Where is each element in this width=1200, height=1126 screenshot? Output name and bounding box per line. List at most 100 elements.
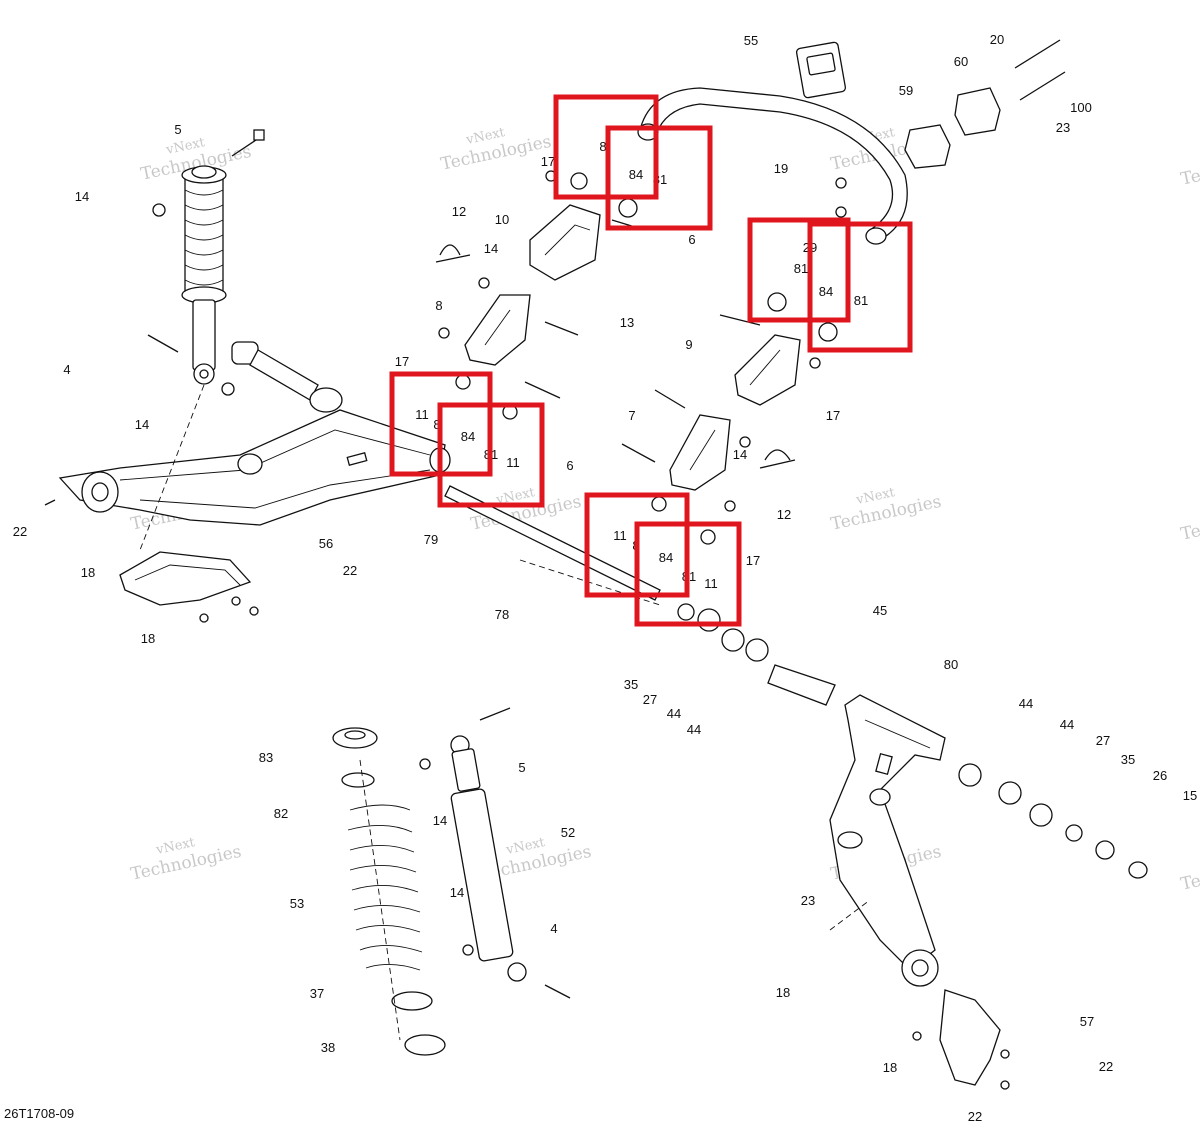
callout-8: 8 — [433, 417, 440, 432]
callout-53: 53 — [290, 896, 304, 911]
bushings-washers — [438, 170, 847, 545]
rear-swing-arm — [44, 409, 451, 526]
callout-44: 44 — [667, 706, 681, 721]
callout-17: 17 — [746, 553, 760, 568]
cross-shaft — [444, 485, 661, 601]
callout-27: 27 — [643, 692, 657, 707]
callout-22: 22 — [13, 524, 27, 539]
callout-59: 59 — [899, 83, 913, 98]
callout-4: 4 — [550, 921, 557, 936]
callout-27: 27 — [1096, 733, 1110, 748]
callout-11: 11 — [506, 455, 520, 470]
highlight-box-C-b — [437, 402, 545, 508]
callout-23: 23 — [1056, 120, 1070, 135]
callout-5: 5 — [518, 760, 525, 775]
callout-44: 44 — [687, 722, 701, 737]
callout-18: 18 — [883, 1060, 897, 1075]
callout-56: 56 — [319, 536, 333, 551]
callout-9: 9 — [685, 337, 692, 352]
callout-44: 44 — [1019, 696, 1033, 711]
callout-81: 81 — [854, 293, 868, 308]
a-arm-80 — [829, 694, 946, 987]
bearing-stack-left — [677, 603, 769, 662]
front-coilover-shock — [147, 129, 265, 396]
callout-12: 12 — [777, 507, 791, 522]
callout-10: 10 — [495, 212, 509, 227]
callout-26: 26 — [1153, 768, 1167, 783]
callout-14: 14 — [733, 447, 747, 462]
callout-7: 7 — [628, 408, 635, 423]
callout-14: 14 — [433, 813, 447, 828]
bolt-20 — [1014, 39, 1061, 69]
highlight-box-B-b — [807, 221, 913, 353]
callout-100: 100 — [1070, 100, 1092, 115]
skid-plate-57 — [912, 989, 1010, 1090]
svg-text:Technologies: Technologies — [1179, 502, 1200, 545]
callout-55: 55 — [744, 33, 758, 48]
callout-82: 82 — [274, 806, 288, 821]
callout-60: 60 — [954, 54, 968, 69]
mount-bracket-8 — [464, 294, 531, 366]
callout-4: 4 — [63, 362, 70, 377]
callout-19: 19 — [774, 161, 788, 176]
callout-8: 8 — [435, 298, 442, 313]
shock-absorber-52 — [419, 707, 571, 999]
callout-18: 18 — [141, 631, 155, 646]
callout-84: 84 — [629, 167, 643, 182]
callout-18: 18 — [776, 985, 790, 1000]
callout-84: 84 — [819, 284, 833, 299]
mount-bracket-7 — [669, 414, 731, 491]
callout-14: 14 — [450, 885, 464, 900]
sway-bar-clamp — [904, 87, 1001, 169]
callout-84: 84 — [659, 550, 673, 565]
callout-44: 44 — [1060, 717, 1074, 732]
callout-5: 5 — [174, 122, 181, 137]
callout-78: 78 — [495, 607, 509, 622]
callout-23: 23 — [801, 893, 815, 908]
highlight-box-B-a — [747, 217, 851, 323]
callout-6: 6 — [566, 458, 573, 473]
callout-17: 17 — [395, 354, 409, 369]
highlight-boxes — [389, 94, 913, 627]
callout-22: 22 — [968, 1109, 982, 1124]
callout-14: 14 — [75, 189, 89, 204]
callout-57: 57 — [1080, 1014, 1094, 1029]
callout-22: 22 — [1099, 1059, 1113, 1074]
hairpin-clip-lower — [759, 449, 796, 469]
callout-15: 15 — [1183, 788, 1197, 803]
callout-45: 45 — [873, 603, 887, 618]
callout-79: 79 — [424, 532, 438, 547]
callout-11: 11 — [704, 576, 718, 591]
skid-plate — [119, 551, 259, 623]
callout-20: 20 — [990, 32, 1004, 47]
highlight-box-A-b — [605, 125, 713, 231]
callout-81: 81 — [794, 261, 808, 276]
coil-spring-assembly — [332, 727, 446, 1056]
electrical-connector — [795, 41, 847, 99]
svg-text:Technologies: Technologies — [1179, 852, 1200, 895]
callout-35: 35 — [624, 677, 638, 692]
callout-17: 17 — [541, 154, 555, 169]
axle-tube — [767, 664, 836, 706]
callout-37: 37 — [310, 986, 324, 1001]
callout-80: 80 — [944, 657, 958, 672]
highlight-box-D-b — [634, 521, 742, 627]
callout-11: 11 — [613, 528, 627, 543]
bearing-stack-right — [958, 763, 1148, 879]
callout-13: 13 — [620, 315, 634, 330]
callout-18: 18 — [81, 565, 95, 580]
bolt-100 — [1019, 71, 1066, 101]
callout-38: 38 — [321, 1040, 335, 1055]
parts-line-art — [44, 39, 1148, 1090]
callout-14: 14 — [135, 417, 149, 432]
callout-14: 14 — [484, 241, 498, 256]
rear-pivot-assembly — [231, 341, 343, 413]
